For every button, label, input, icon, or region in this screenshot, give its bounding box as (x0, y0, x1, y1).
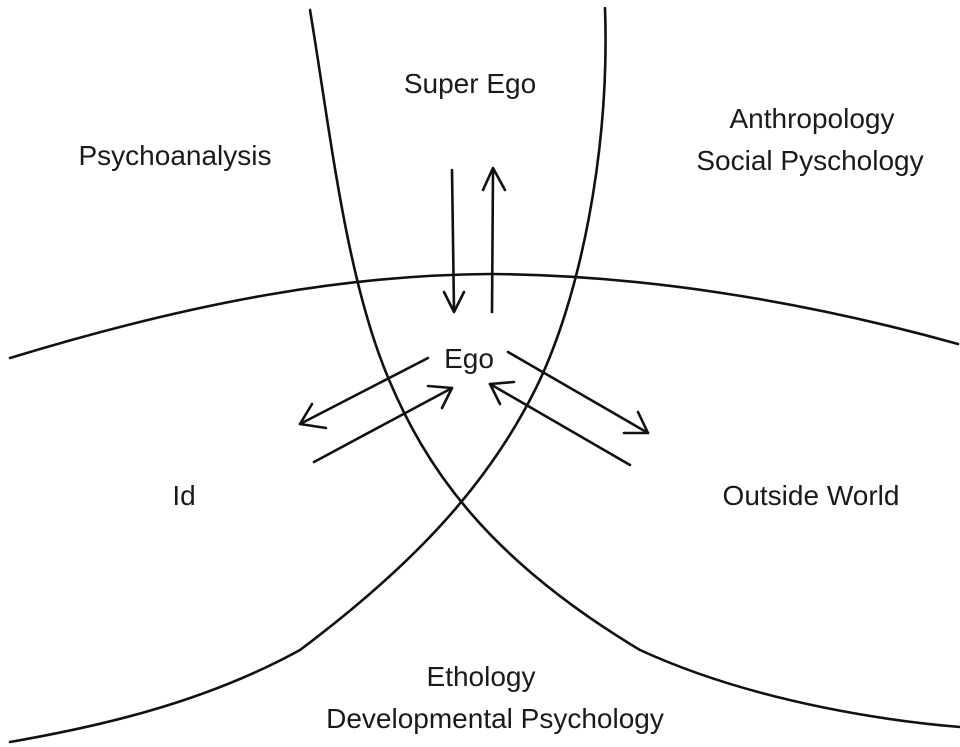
ego-to-id-arrow (298, 356, 430, 430)
up-arrow (481, 166, 507, 314)
social-psychology-label: Social Pyschology (696, 145, 923, 176)
psychoanalysis-label: Psychoanalysis (79, 140, 272, 171)
left-vertical-curve (308, 8, 960, 729)
outside-to-ego-arrow (488, 380, 632, 467)
anthropology-label: Anthropology (729, 103, 894, 134)
developmental-psychology-label: Developmental Psychology (326, 703, 664, 734)
ego-label: Ego (444, 343, 494, 374)
down-arrow (442, 168, 466, 314)
id-to-ego-arrow (312, 384, 454, 464)
outside-world-label: Outside World (723, 480, 900, 511)
ego-to-outside-arrow (506, 350, 650, 435)
horizontal-arc-curve (8, 272, 960, 360)
right-vertical-curve (8, 6, 607, 744)
id-label: Id (172, 480, 195, 511)
ethology-label: Ethology (427, 661, 536, 692)
super-ego-label: Super Ego (404, 68, 536, 99)
